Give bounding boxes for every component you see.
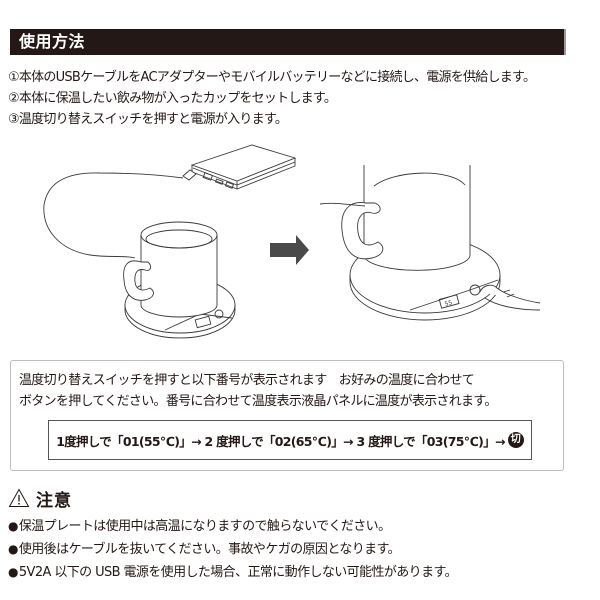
power-bank-icon bbox=[190, 144, 297, 190]
caution-text: 5V2A 以下の USB 電源を使用した場合、正常に動作しない可能性があります。 bbox=[18, 565, 458, 580]
caution-title: 注意 bbox=[36, 490, 72, 511]
instruction-steps: ①本体のUSBケーブルをACアダプターやモバイルバッテリーなどに接続し、電源を供… bbox=[8, 67, 598, 130]
off-badge-icon: 切 bbox=[507, 432, 524, 448]
section-title: 使用方法 bbox=[19, 32, 86, 51]
info-line-1: 温度切り替えスイッチを押すと以下番号が表示されます お好みの温度に合わせて bbox=[19, 373, 475, 388]
right-arrow-icon bbox=[270, 235, 309, 265]
left-mug bbox=[123, 221, 218, 318]
finger-icon bbox=[479, 284, 541, 311]
temperature-sequence: 1度押しで「01(55℃)」→ 2 度押しで「02(65℃)」→ 3 度押しで「… bbox=[56, 433, 505, 449]
bullet-icon: ● bbox=[8, 519, 18, 533]
section-header: 使用方法 bbox=[10, 29, 566, 55]
caution-text: 保温プレートは使用中は高温になりますので触らないでください。 bbox=[18, 519, 391, 534]
usage-illustration: 55 bbox=[0, 140, 600, 355]
step-3: ③温度切り替えスイッチを押すと電源が入ります。 bbox=[8, 112, 288, 127]
bullet-icon: ● bbox=[8, 565, 18, 579]
info-description: 温度切り替えスイッチを押すと以下番号が表示されます お好みの温度に合わせて ボタ… bbox=[19, 370, 559, 412]
step-2: ②本体に保温したい飲み物が入ったカップをセットします。 bbox=[8, 91, 337, 106]
caution-header: 注意 bbox=[8, 485, 598, 511]
usb-cable-icon bbox=[43, 169, 197, 259]
step-1: ①本体のUSBケーブルをACアダプターやモバイルバッテリーなどに接続し、電源を供… bbox=[8, 70, 536, 85]
right-mug bbox=[341, 165, 471, 271]
bullet-icon: ● bbox=[8, 542, 18, 556]
temperature-info-box: 温度切り替えスイッチを押すと以下番号が表示されます お好みの温度に合わせて ボタ… bbox=[10, 360, 564, 471]
warning-triangle-icon bbox=[8, 488, 30, 507]
temperature-sequence-box: 1度押しで「01(55℃)」→ 2 度押しで「02(65℃)」→ 3 度押しで「… bbox=[48, 420, 532, 460]
caution-section: 注意 ●保温プレートは使用中は高温になりますので触らないでください。 ●使用後は… bbox=[8, 485, 598, 584]
display-value: 55 bbox=[444, 299, 453, 308]
caution-item: ●保温プレートは使用中は高温になりますので触らないでください。 bbox=[8, 515, 598, 538]
info-line-2: ボタンを押してください。番号に合わせて温度表示液晶パネルに温度が表示されます。 bbox=[19, 394, 497, 409]
caution-list: ●保温プレートは使用中は高温になりますので触らないでください。 ●使用後はケーブ… bbox=[8, 515, 598, 584]
caution-item: ●使用後はケーブルを抜いてください。事故やケガの原因となります。 bbox=[8, 538, 598, 561]
caution-item: ●5V2A 以下の USB 電源を使用した場合、正常に動作しない可能性があります… bbox=[8, 561, 598, 584]
caution-text: 使用後はケーブルを抜いてください。事故やケガの原因となります。 bbox=[18, 542, 401, 557]
